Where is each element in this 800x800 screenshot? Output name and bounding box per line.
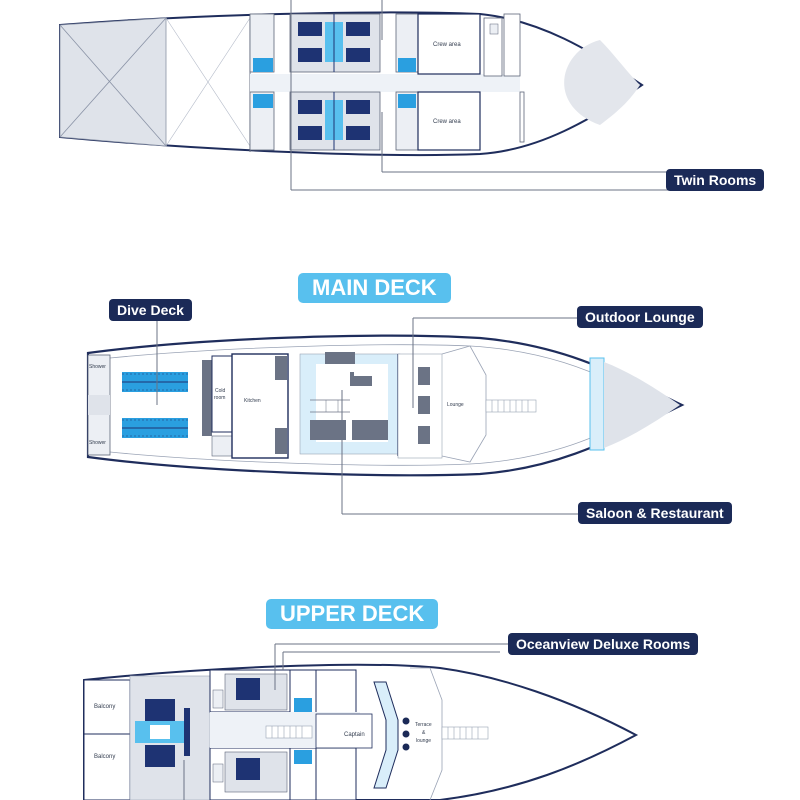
crew-area-top-box [417, 13, 481, 75]
oceanview-room-top [209, 669, 357, 715]
lower-deck-bow [564, 40, 640, 125]
upper-deck-title: UPPER DECK [266, 599, 439, 629]
crew-area-bottom-label: Crew area [433, 119, 461, 125]
upper-deck: Balcony Balcony [83, 643, 639, 800]
saloon-restaurant-callout: Saloon & Restaurant [578, 502, 732, 524]
upper-deck-stairs-aft [265, 725, 313, 739]
cold-room-label-1: Cold [215, 388, 226, 394]
terrace-label-3: lounge [416, 738, 431, 744]
outdoor-lounge-callout: Outdoor Lounge [577, 306, 703, 328]
crew-area-top-label: Crew area [433, 42, 461, 48]
lower-twin-room-top [249, 13, 419, 73]
wheelhouse-window [373, 681, 399, 789]
dive-tank-rack-top [122, 372, 188, 392]
oceanview-room-bottom [209, 747, 357, 800]
crew-area-bottom-box [417, 91, 481, 151]
balcony-bottom-label: Balcony [94, 754, 115, 760]
shower-bottom-label: Shower [89, 440, 106, 446]
captain-cabin [315, 713, 373, 749]
kitchen-label: Kitchen [244, 398, 261, 404]
dive-deck-callout: Dive Deck [109, 299, 192, 321]
lower-deck-stern [59, 17, 167, 147]
terrace-label-2: & [422, 730, 426, 736]
cold-room [211, 355, 233, 433]
terrace-label-1: Terrace [415, 722, 432, 728]
main-deck: Shower Shower Cold room Kitchen [86, 317, 685, 515]
lounge-label: Lounge [447, 402, 464, 408]
main-deck-stairs [485, 399, 537, 413]
dive-tank-rack-bottom [122, 418, 188, 438]
twin-rooms-callout: Twin Rooms [666, 169, 765, 191]
shower-top-label: Shower [89, 364, 106, 370]
saloon-table-right [352, 420, 388, 440]
lower-deck-corridor [250, 74, 520, 92]
saloon-table-left [310, 420, 346, 440]
lower-deck: Crew area Crew area [59, 0, 668, 191]
lower-twin-room-bottom [249, 91, 419, 151]
main-deck-title: MAIN DECK [298, 273, 451, 303]
balcony-top-label: Balcony [94, 704, 115, 710]
captain-label: Captain [344, 732, 365, 738]
oceanview-deluxe-callout: Oceanview Deluxe Rooms [508, 633, 699, 655]
cold-room-label-2: room [214, 395, 225, 401]
main-deck-bow [604, 362, 680, 448]
upper-deck-stairs-fwd [441, 726, 489, 740]
